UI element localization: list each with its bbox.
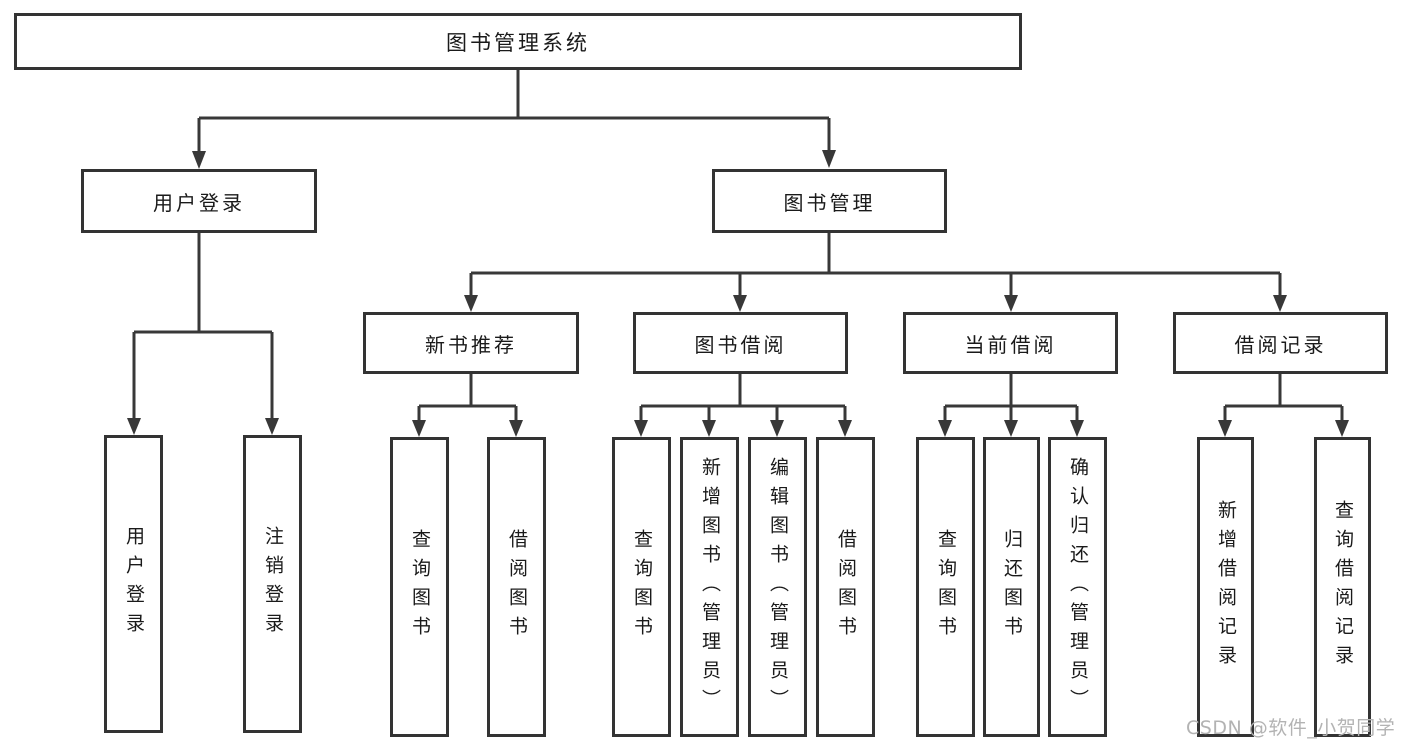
leaf-query-borrow-record-label: 查询借阅记录: [1332, 500, 1354, 674]
leaf-user-login: 用户登录: [104, 435, 163, 733]
leaf-add-book-admin-label: 新增图书（管理员）: [699, 456, 721, 718]
leaf-borrow-books-recommend: 借阅图书: [487, 437, 546, 737]
leaf-user-login-label: 用户登录: [123, 526, 145, 642]
node-book-borrow: 图书借阅: [633, 312, 848, 374]
leaf-borrow-books-label: 借阅图书: [835, 529, 857, 645]
leaf-query-books-current-label: 查询图书: [935, 529, 957, 645]
leaf-query-books-borrow-label: 查询图书: [631, 529, 653, 645]
leaf-query-borrow-record: 查询借阅记录: [1314, 437, 1371, 737]
leaf-confirm-return-admin-label: 确认归还（管理员）: [1067, 456, 1089, 718]
node-current-borrow-label: 当前借阅: [964, 332, 1057, 357]
leaf-borrow-books: 借阅图书: [816, 437, 875, 737]
leaf-query-books-borrow: 查询图书: [612, 437, 671, 737]
leaf-add-book-admin: 新增图书（管理员）: [680, 437, 739, 737]
node-library-system: 图书管理系统: [14, 13, 1022, 70]
leaf-borrow-books-recommend-label: 借阅图书: [506, 529, 528, 645]
leaf-logout-label: 注销登录: [262, 526, 284, 642]
leaf-add-borrow-record: 新增借阅记录: [1197, 437, 1254, 737]
leaf-query-books-recommend: 查询图书: [390, 437, 449, 737]
leaf-add-borrow-record-label: 新增借阅记录: [1215, 500, 1237, 674]
node-book-borrow-label: 图书借阅: [694, 332, 787, 357]
node-user-login-label: 用户登录: [153, 190, 245, 215]
node-new-book-recommend: 新书推荐: [363, 312, 579, 374]
leaf-return-books-label: 归还图书: [1001, 529, 1023, 645]
leaf-query-books-current: 查询图书: [916, 437, 975, 737]
leaf-edit-book-admin-label: 编辑图书（管理员）: [767, 456, 789, 718]
leaf-return-books: 归还图书: [983, 437, 1040, 737]
node-book-management: 图书管理: [712, 169, 947, 233]
leaf-confirm-return-admin: 确认归还（管理员）: [1048, 437, 1107, 737]
node-user-login: 用户登录: [81, 169, 317, 233]
leaf-logout: 注销登录: [243, 435, 302, 733]
node-book-management-label: 图书管理: [783, 190, 876, 215]
node-current-borrow: 当前借阅: [903, 312, 1118, 374]
node-new-book-recommend-label: 新书推荐: [425, 332, 517, 357]
node-library-system-label: 图书管理系统: [446, 30, 590, 55]
leaf-edit-book-admin: 编辑图书（管理员）: [748, 437, 807, 737]
node-borrow-records: 借阅记录: [1173, 312, 1388, 374]
node-borrow-records-label: 借阅记录: [1234, 332, 1327, 357]
csdn-watermark: CSDN @软件_小贺同学: [1186, 717, 1396, 739]
leaf-query-books-recommend-label: 查询图书: [409, 529, 431, 645]
